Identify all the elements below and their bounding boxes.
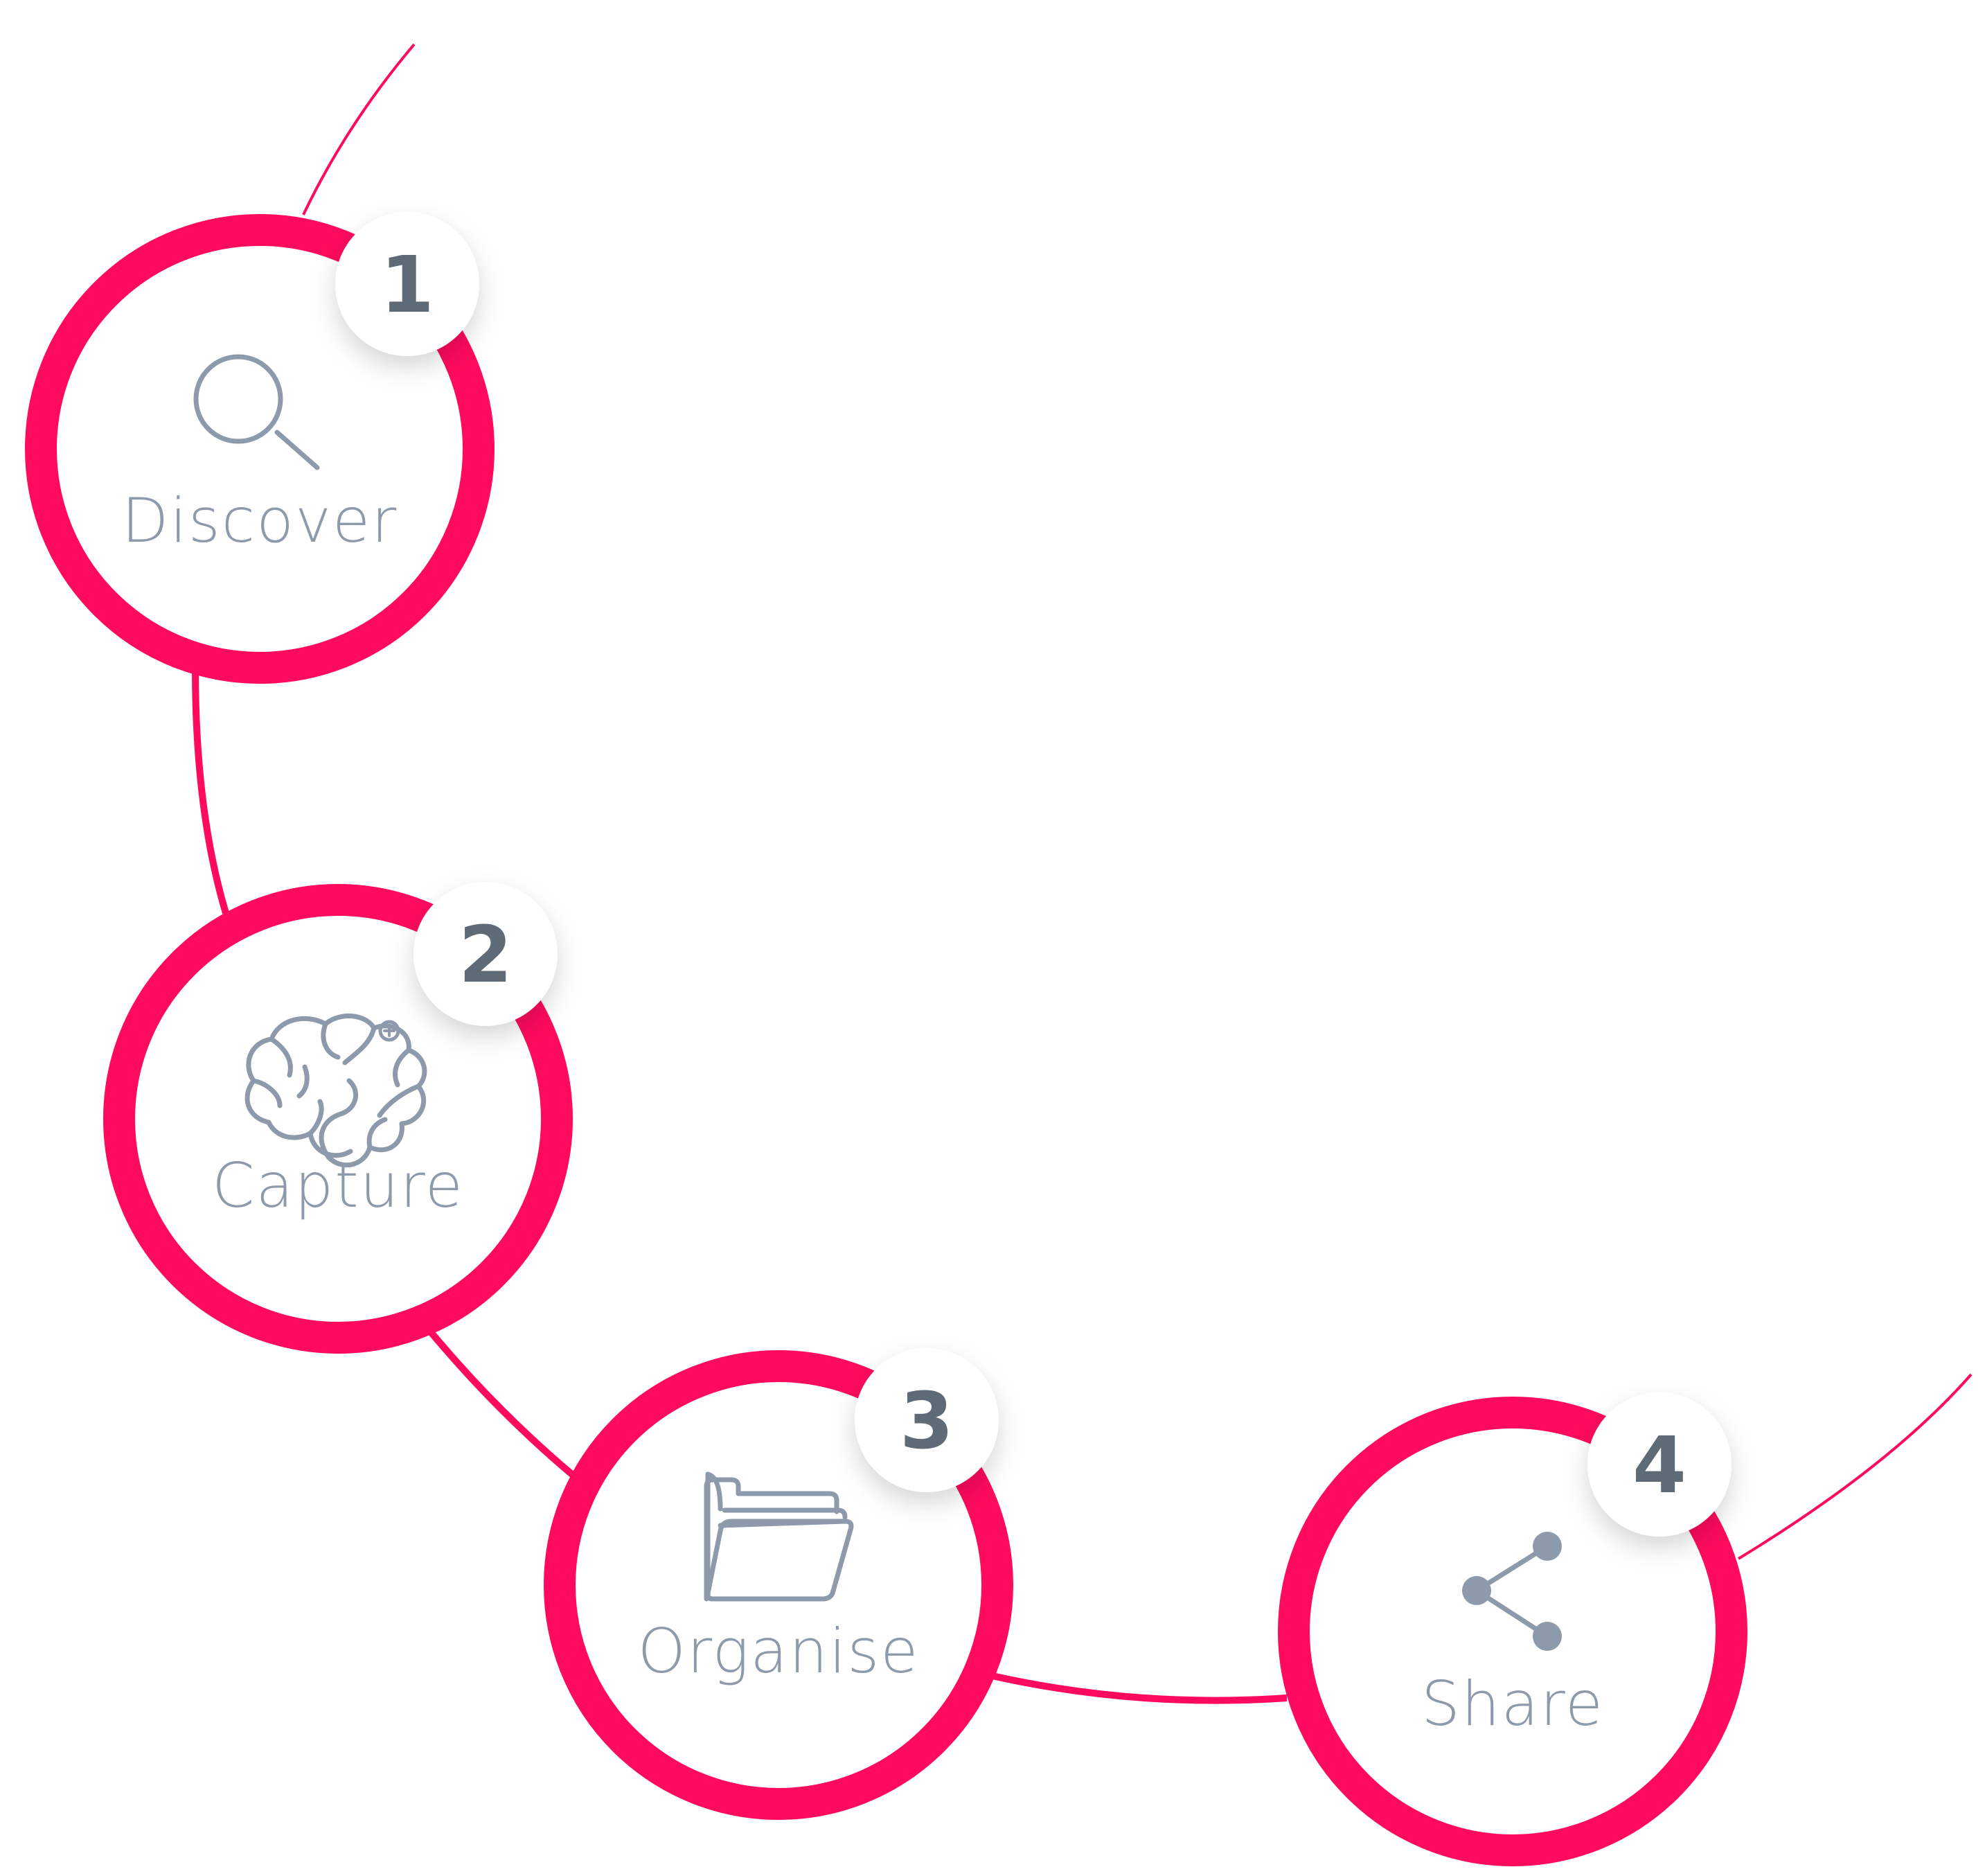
brain-icon [244, 1014, 427, 1168]
step-1-discover: Discover 1 [25, 212, 495, 684]
step-number: 4 [1632, 1421, 1686, 1511]
step-number: 2 [459, 910, 513, 1000]
step-number: 3 [900, 1377, 954, 1467]
step-number: 1 [380, 240, 434, 330]
folder-open-icon [704, 1471, 854, 1602]
step-label: Discover [122, 485, 398, 556]
step-number-badge: 3 [855, 1348, 999, 1492]
step-number-badge: 2 [413, 882, 558, 1026]
step-label: Capture [212, 1150, 464, 1221]
share-icon [1462, 1532, 1562, 1651]
connector-path [192, 43, 1973, 1704]
connector-1-2 [192, 668, 229, 914]
connector-3-4 [988, 1672, 1288, 1704]
step-label: Share [1421, 1668, 1604, 1740]
connector-2-3 [425, 1326, 576, 1478]
connector-lead-in [302, 43, 416, 215]
search-icon [193, 354, 320, 470]
step-3-organise: Organise 3 [544, 1348, 1013, 1820]
step-number-badge: 4 [1587, 1392, 1732, 1537]
step-2-capture: Capture 2 [103, 882, 573, 1354]
step-4-share: Share 4 [1278, 1392, 1747, 1866]
step-number-badge: 1 [335, 212, 479, 356]
step-label: Organise [638, 1616, 920, 1687]
connector-lead-out [1737, 1373, 1973, 1560]
